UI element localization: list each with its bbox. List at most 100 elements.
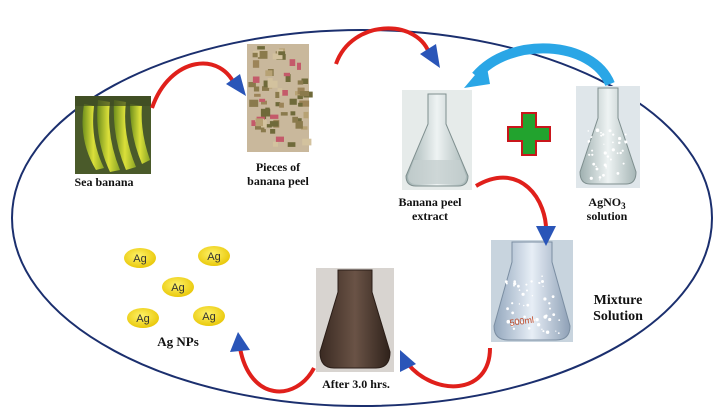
bubble — [598, 176, 602, 179]
peel-piece — [270, 114, 279, 119]
bubble — [624, 140, 628, 144]
bubble — [595, 167, 599, 171]
ag-nanoparticles: Ag Ag Ag Ag Ag — [124, 246, 230, 328]
bubble — [609, 158, 612, 161]
bubble — [600, 131, 602, 134]
peel-piece — [270, 129, 276, 134]
label-mixture-line2: Solution — [593, 309, 643, 324]
bubble — [602, 173, 605, 177]
bubble — [545, 330, 550, 334]
peel-piece — [262, 86, 270, 91]
bubble — [538, 282, 541, 284]
agno3-solution-flask — [576, 86, 640, 188]
bubble — [513, 280, 516, 283]
peel-piece — [278, 51, 286, 56]
nanoparticle: Ag — [198, 246, 230, 266]
bubble — [513, 282, 517, 286]
bubble — [624, 133, 627, 136]
label-extract-line1: Banana peel — [398, 195, 462, 209]
peel-piece — [298, 102, 303, 107]
peel-piece — [251, 120, 259, 126]
bubble — [611, 148, 615, 152]
peel-piece — [295, 121, 303, 129]
peel-piece — [263, 80, 269, 88]
bubble — [526, 289, 528, 292]
bubble — [531, 295, 534, 297]
bubble — [530, 280, 533, 283]
svg-text:Ag: Ag — [202, 311, 215, 323]
peel-piece — [255, 125, 265, 130]
bubble — [518, 303, 521, 305]
svg-text:Ag: Ag — [207, 251, 220, 263]
bubble — [592, 162, 596, 166]
bubble — [603, 143, 605, 145]
peel-piece — [254, 93, 261, 97]
bubble — [527, 327, 531, 330]
peel-piece — [287, 142, 296, 147]
arrow-banana-to-pieces — [150, 61, 246, 109]
peel-piece — [260, 129, 266, 133]
peel-piece — [297, 118, 302, 123]
bubble — [591, 149, 594, 152]
peel-piece — [280, 112, 288, 116]
bubble — [523, 304, 525, 307]
outer-ellipse — [11, 29, 713, 407]
bubble — [558, 319, 561, 321]
peel-piece — [248, 82, 256, 88]
peel-piece — [253, 86, 260, 92]
peel-piece — [290, 111, 296, 116]
bubble — [552, 313, 556, 316]
peel-piece — [292, 116, 298, 123]
peel-piece — [275, 102, 281, 107]
bubble — [542, 285, 544, 287]
peel-piece — [283, 72, 290, 77]
arrow-extract-to-mixture — [474, 175, 556, 246]
bubble — [600, 134, 603, 137]
peel-piece — [301, 126, 308, 130]
peel-piece — [265, 70, 273, 77]
bubble — [516, 321, 519, 324]
bubble — [603, 151, 607, 155]
bubble — [588, 153, 591, 156]
peel-piece — [297, 62, 301, 70]
banana-peel-pieces-photo — [247, 44, 313, 152]
agno3-subscript: 3 — [621, 201, 626, 211]
bubble — [542, 330, 545, 333]
bubble — [511, 311, 515, 315]
bubble — [591, 136, 593, 138]
peel-piece — [303, 111, 309, 119]
bubble — [517, 284, 520, 288]
peel-piece — [257, 46, 265, 50]
peel-piece — [263, 124, 272, 128]
bubble — [587, 140, 591, 143]
banana-peel-extract-flask — [402, 90, 472, 190]
svg-text:Ag: Ag — [136, 313, 149, 325]
peel-piece — [289, 59, 296, 66]
bubble — [618, 136, 622, 141]
bubble — [551, 295, 555, 298]
bubble — [536, 323, 541, 327]
bubble — [603, 163, 607, 167]
mixture-solution-flask: 500ml — [491, 240, 573, 342]
svg-text:Ag: Ag — [133, 253, 146, 265]
bubble — [543, 315, 547, 319]
peel-piece — [289, 98, 297, 105]
bubble — [549, 307, 551, 310]
bubble — [523, 315, 526, 319]
label-sea-banana: Sea banana — [74, 175, 133, 189]
nanoparticle: Ag — [127, 308, 159, 328]
bubble — [602, 133, 605, 136]
peel-piece — [301, 78, 309, 84]
bubble — [541, 328, 543, 330]
bubble — [510, 323, 514, 327]
peel-piece — [285, 74, 291, 82]
label-after-time: After 3.0 hrs. — [322, 377, 390, 391]
peel-piece — [299, 100, 310, 107]
peel-piece — [299, 91, 309, 97]
sea-banana-photo — [75, 96, 151, 174]
arrow-after-to-nps — [230, 332, 316, 394]
label-agno3-line2: solution — [587, 209, 628, 223]
label-mixture-line1: Mixture — [594, 293, 643, 308]
bubble — [557, 332, 560, 334]
